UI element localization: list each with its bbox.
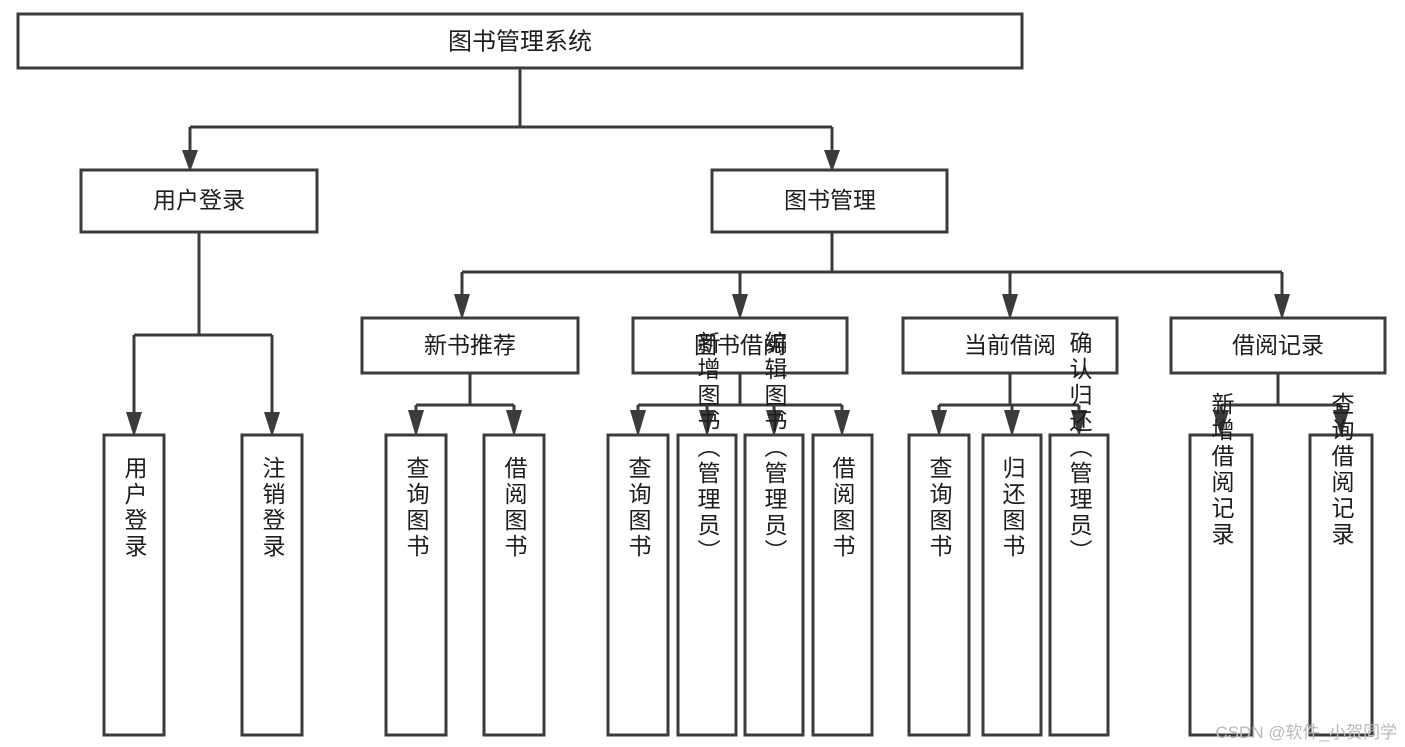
node-leaf-add-book-admin-label: 新增图书（管理员）: [694, 331, 721, 565]
node-leaf-query-book-new-label: 查询图书: [403, 456, 430, 560]
node-leaf-user-login-box[interactable]: [102, 433, 166, 737]
node-current-borrow-box[interactable]: [901, 316, 1119, 375]
node-borrow-record-box[interactable]: [1169, 316, 1387, 375]
node-leaf-query-book-current[interactable]: 查询图书: [907, 433, 971, 737]
node-borrow-record-label: 借阅记录: [1232, 332, 1324, 358]
node-leaf-confirm-return-admin-box[interactable]: [1048, 433, 1110, 737]
arrow-head-login: [182, 150, 198, 172]
node-leaf-borrow-book-new[interactable]: 借阅图书: [482, 433, 546, 737]
node-leaf-query-book-new-box[interactable]: [384, 433, 448, 737]
node-leaf-user-login[interactable]: 用户登录: [102, 433, 166, 737]
arrow-head-current: [1002, 294, 1018, 320]
arrow-head-login-leaf2: [264, 412, 280, 437]
node-leaf-confirm-return-admin-label: 确认归还（管理员）: [1066, 331, 1093, 565]
arrow-head-borrow: [732, 294, 748, 320]
node-leaf-add-borrow-record-box[interactable]: [1188, 433, 1254, 737]
node-new-book-recommend-label: 新书推荐: [424, 332, 516, 358]
node-book-management-label: 图书管理: [784, 187, 876, 213]
arrow-head-borrow-leaf4: [834, 410, 850, 437]
arrow-head-current-leaf1: [931, 410, 947, 437]
node-leaf-query-borrow-record[interactable]: 查询借阅记录: [1308, 392, 1374, 737]
node-book-borrow-box[interactable]: [631, 316, 849, 375]
node-leaf-query-book-new[interactable]: 查询图书: [384, 433, 448, 737]
arrow-head-new-leaf2: [506, 410, 522, 437]
node-new-book-recommend-box[interactable]: [360, 316, 580, 375]
node-root-box[interactable]: [16, 12, 1024, 70]
node-leaf-query-borrow-record-label: 查询借阅记录: [1328, 392, 1355, 548]
arrow-head-record-leaf2: [1333, 410, 1349, 437]
node-leaf-return-book-label: 归还图书: [999, 456, 1026, 560]
node-leaf-edit-book-admin-box[interactable]: [743, 433, 805, 737]
node-book-management[interactable]: 图书管理: [710, 168, 949, 234]
node-current-borrow-label: 当前借阅: [964, 332, 1056, 358]
node-current-borrow[interactable]: 当前借阅: [901, 316, 1119, 375]
node-user-login-label: 用户登录: [153, 187, 245, 213]
node-leaf-query-book-current-box[interactable]: [907, 433, 971, 737]
node-leaf-borrow-book-label: 借阅图书: [829, 456, 856, 560]
node-leaf-return-book[interactable]: 归还图书: [981, 433, 1043, 737]
node-book-borrow[interactable]: 图书借阅: [631, 316, 849, 375]
arrow-head-borrow-leaf3: [766, 410, 782, 437]
node-leaf-query-book-borrow-box[interactable]: [606, 433, 670, 737]
node-leaf-query-book-current-label: 查询图书: [926, 456, 953, 560]
node-book-borrow-label: 图书借阅: [694, 332, 786, 358]
node-borrow-record[interactable]: 借阅记录: [1169, 316, 1387, 375]
node-root[interactable]: 图书管理系统: [16, 12, 1024, 70]
node-leaf-query-borrow-record-box[interactable]: [1308, 433, 1374, 737]
node-leaf-borrow-book[interactable]: 借阅图书: [811, 433, 874, 737]
arrow-head-record-leaf1: [1213, 410, 1229, 437]
node-leaf-borrow-book-new-box[interactable]: [482, 433, 546, 737]
arrow-head-login-leaf1: [126, 412, 142, 437]
node-user-login[interactable]: 用户登录: [79, 168, 319, 234]
node-leaf-add-borrow-record[interactable]: 新增借阅记录: [1188, 392, 1254, 737]
node-leaf-logout-label: 注销登录: [259, 456, 286, 560]
node-leaf-borrow-book-box[interactable]: [811, 433, 874, 737]
csdn-watermark: CSDN @软件_小贺同学: [1215, 723, 1397, 742]
connector-layer: [126, 68, 1349, 437]
node-leaf-return-book-box[interactable]: [981, 433, 1043, 737]
arrow-head-current-leaf2: [1004, 410, 1020, 437]
arrow-head-record: [1274, 294, 1290, 320]
node-user-login-box[interactable]: [79, 168, 319, 234]
node-leaf-logout-box[interactable]: [240, 433, 304, 737]
node-leaf-logout[interactable]: 注销登录: [240, 433, 304, 737]
node-new-book-recommend[interactable]: 新书推荐: [360, 316, 580, 375]
arrow-head-book: [824, 150, 840, 172]
arrow-head-new: [454, 294, 470, 320]
node-leaf-add-book-admin-box[interactable]: [676, 433, 738, 737]
node-root-label: 图书管理系统: [448, 28, 592, 55]
node-leaf-confirm-return-admin[interactable]: 确认归还（管理员）: [1048, 331, 1110, 737]
arrow-head-borrow-leaf1: [630, 410, 646, 437]
arrow-head-borrow-leaf2: [699, 410, 715, 437]
arrow-head-new-leaf1: [408, 410, 424, 437]
node-leaf-add-borrow-record-label: 新增借阅记录: [1208, 392, 1235, 548]
node-leaf-edit-book-admin[interactable]: 编辑图书（管理员）: [743, 331, 805, 737]
node-leaf-borrow-book-new-label: 借阅图书: [501, 456, 528, 560]
node-leaf-query-book-borrow[interactable]: 查询图书: [606, 433, 670, 737]
arrow-head-current-leaf3: [1071, 410, 1087, 437]
node-leaf-add-book-admin[interactable]: 新增图书（管理员）: [676, 331, 738, 737]
node-leaf-user-login-label: 用户登录: [121, 456, 148, 560]
node-leaf-edit-book-admin-label: 编辑图书（管理员）: [761, 331, 788, 565]
node-book-management-box[interactable]: [710, 168, 949, 234]
node-leaf-query-book-borrow-label: 查询图书: [625, 456, 652, 560]
